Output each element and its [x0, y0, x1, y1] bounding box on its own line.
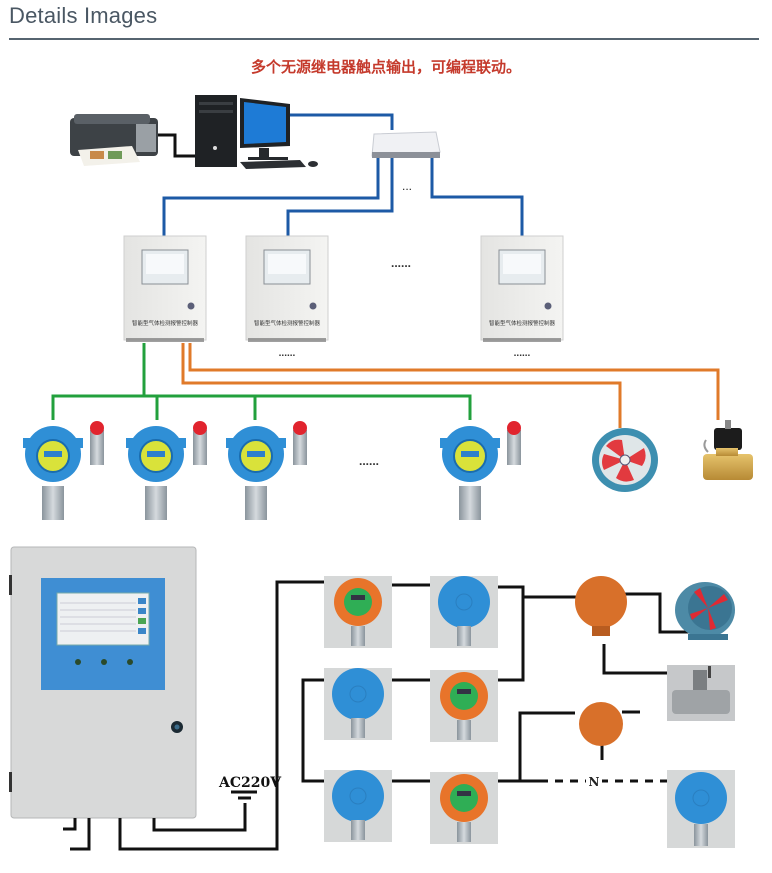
controller-label: 智能型气体检测报警控制器: [132, 319, 199, 327]
axial-fan-icon: [675, 582, 735, 640]
detector-orange-r2c2: [430, 670, 498, 742]
controller-sub-ellipsis: ......: [514, 348, 531, 359]
detector-blue-end: [667, 770, 735, 848]
controller-unit-1: 智能型气体检测报警控制器: [123, 235, 207, 342]
detector-blue-r2c1: [324, 668, 392, 740]
printer-cable: [157, 133, 195, 158]
title-divider: [9, 38, 759, 40]
exhaust-fan-icon: [592, 428, 658, 492]
section-title: Details Images: [9, 3, 158, 28]
chain-label: N: [589, 775, 600, 789]
solenoid-valve-icon: [703, 420, 753, 480]
network-hub-icon: [371, 131, 441, 158]
gas-detector-1: [23, 421, 104, 520]
detector-blue-r1c2: [430, 576, 498, 648]
controllers-ellipsis: ......: [391, 256, 411, 270]
relay-box-1: [575, 576, 627, 636]
controller-sub-ellipsis: ......: [279, 348, 296, 359]
relay-box-2: [579, 702, 623, 746]
detector-orange-r1c1: [324, 576, 392, 648]
relay-wires-orange: [181, 343, 720, 428]
power-label: AC220V: [218, 775, 282, 791]
detector-blue-r3c1: [324, 770, 392, 842]
bus-wires-green: [51, 343, 472, 420]
controller-label: 智能型气体检测报警控制器: [254, 319, 321, 327]
controller-label: 智能型气体检测报警控制器: [489, 319, 556, 327]
gas-detector-4: [440, 421, 521, 520]
diagram-caption: 多个无源继电器触点输出，可编程联动。: [250, 58, 521, 76]
hub-ellipsis: ...: [402, 179, 412, 193]
bus-wires-blue: [162, 113, 524, 238]
gas-valve-icon: [667, 665, 735, 721]
controller-unit-3: 智能型气体检测报警控制器 ......: [480, 235, 564, 359]
controller-cabinet: [9, 546, 197, 819]
signal-wires-black: [63, 580, 690, 851]
controller-unit-2: 智能型气体检测报警控制器 ......: [245, 235, 329, 359]
printer-icon: [70, 114, 158, 166]
detector-orange-r3c2: [430, 772, 498, 844]
gas-detector-3: [226, 421, 307, 520]
computer-icon: [195, 95, 318, 169]
detectors-ellipsis: ......: [359, 454, 379, 468]
gas-detector-2: [126, 421, 207, 520]
